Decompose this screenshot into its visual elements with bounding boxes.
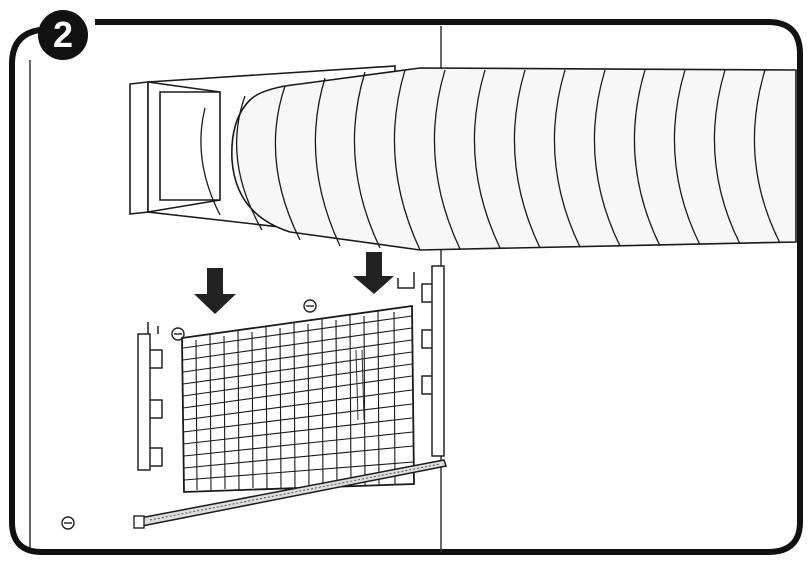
screw-icon	[61, 516, 75, 530]
bottom-slide-rail	[133, 459, 447, 529]
screw-icon	[303, 299, 317, 313]
arrow-down-icon	[194, 268, 236, 314]
screw-icon	[171, 327, 185, 341]
right-mounting-bracket	[421, 265, 445, 457]
mount-clip	[397, 272, 415, 289]
window-panel	[181, 304, 415, 493]
exhaust-hose	[200, 67, 797, 251]
frame-border	[9, 19, 803, 555]
step-number-badge: 2	[38, 10, 88, 60]
left-mounting-bracket	[137, 322, 163, 471]
arrow-down-icon	[353, 252, 394, 294]
